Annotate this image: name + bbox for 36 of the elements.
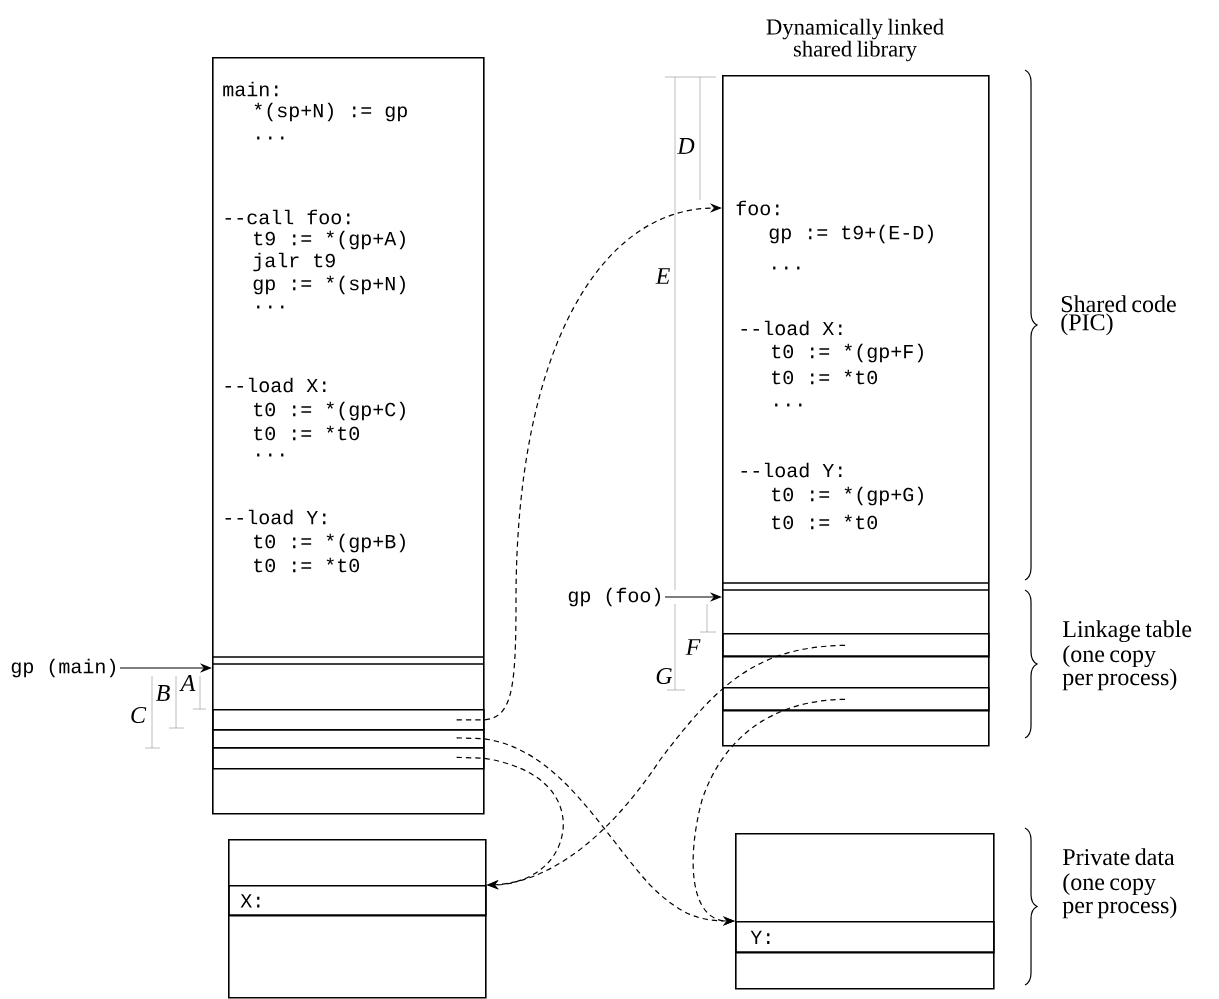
table-slot	[212, 729, 485, 749]
node-label: --load X:	[741, 320, 842, 336]
brace-label: Linkage table	[1062, 620, 1192, 643]
node-label: foo:	[736, 200, 779, 216]
node-label: ...	[773, 266, 800, 270]
offset-label: E	[655, 268, 670, 284]
table-slot	[722, 687, 990, 712]
node-label: t0 := *t0	[772, 369, 878, 385]
node-label: t0 := *t0	[772, 514, 878, 530]
pointer-label: gp (foo)	[568, 587, 661, 607]
offset-label: G	[656, 667, 673, 685]
data-row: Y:	[735, 921, 995, 954]
pointer-label: gp (main)	[11, 658, 115, 678]
offset-label: D	[677, 138, 695, 154]
data-row: X:	[228, 885, 487, 917]
table-slot	[212, 747, 485, 770]
node-label: ...	[775, 403, 802, 407]
code-box: main: *(sp+N) := gp ... --call foo: t9 := *(gp+A) jalr t9 gp := *(sp+N) ... --load X: t0 := *(gp+C) t0 := *t0 ... --load Y: t0 := *(gp+B) t0 := *t0	[212, 57, 485, 815]
node-label: t0 := *(gp+G)	[772, 486, 923, 506]
table-slot	[722, 633, 990, 658]
node-label: gp := t9+(E-D)	[769, 224, 933, 244]
brace-label: Shared code (PIC)	[1061, 295, 1176, 336]
offset-label: C	[131, 706, 147, 724]
table-slot	[212, 709, 485, 731]
node-label: t0 := *(gp+F)	[772, 343, 923, 363]
offset-label: B	[155, 685, 170, 701]
offset-label: A	[179, 675, 196, 691]
brace-label: (one copy per process)	[1062, 645, 1177, 691]
brace-label: Private data	[1062, 848, 1175, 866]
node-label: --load Y:	[741, 462, 842, 478]
box-heading: Dynamically linked shared library	[766, 18, 944, 62]
data-box	[228, 839, 487, 999]
data-box	[735, 833, 995, 990]
code-box: foo: gp := t9+(E-D) ... --load X: t0 := *(gp+F) t0 := *t0 ... --load Y: t0 := *(gp+G) t0 := *t0	[722, 75, 990, 747]
offset-label: F	[685, 639, 701, 655]
brace-label: (one copy per process)	[1062, 873, 1177, 919]
